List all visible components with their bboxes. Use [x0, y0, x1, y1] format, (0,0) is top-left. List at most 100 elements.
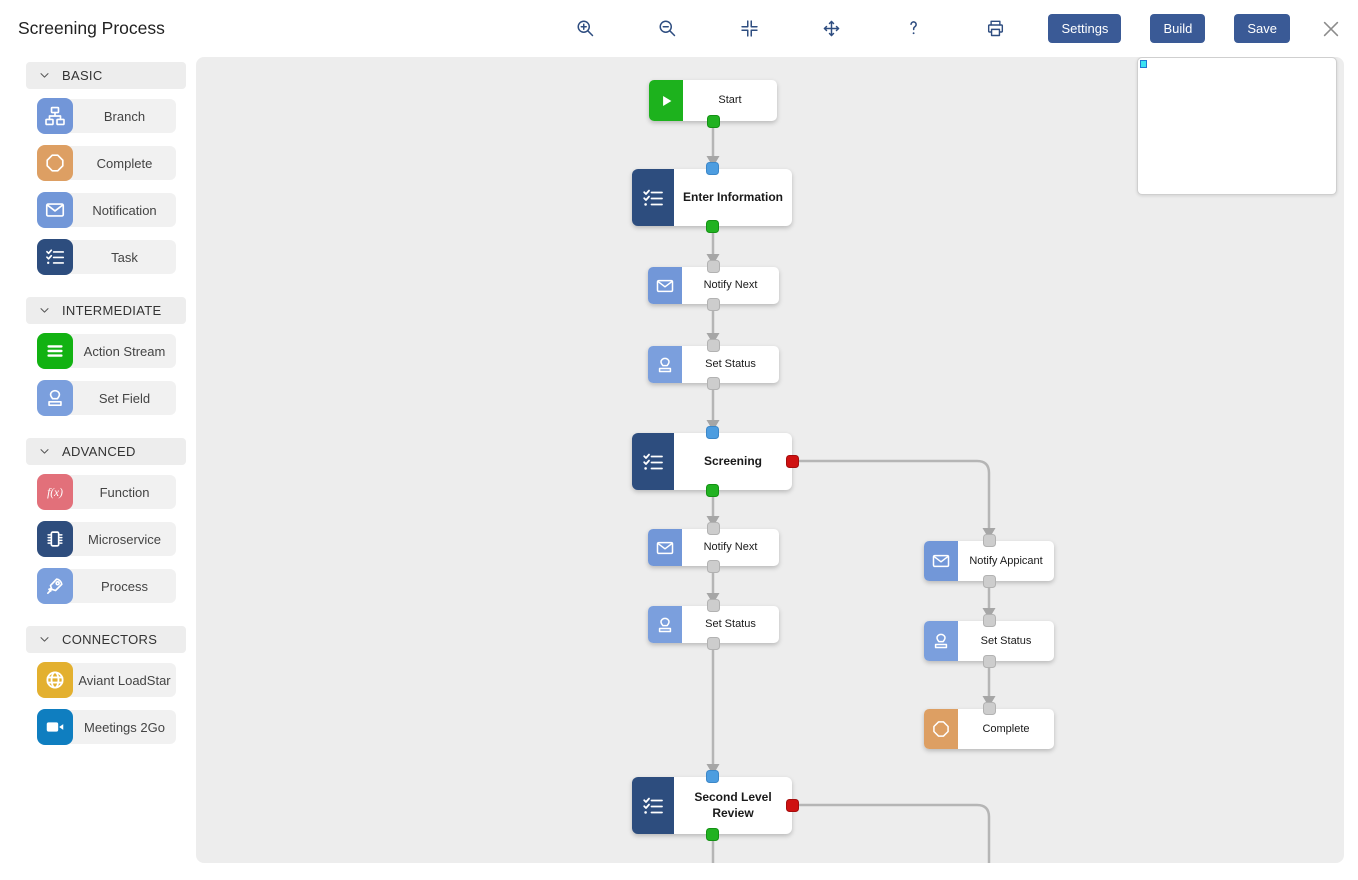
- close-button[interactable]: [1316, 14, 1346, 44]
- port-bottom-gray[interactable]: [982, 575, 996, 588]
- fx-icon: f(x): [37, 474, 73, 510]
- port-bottom-gray[interactable]: [982, 655, 996, 668]
- port-top-blue[interactable]: [705, 162, 719, 175]
- node-set-status-2[interactable]: Set Status: [648, 599, 779, 650]
- node-label: Notify Next: [703, 541, 758, 554]
- build-button[interactable]: Build: [1150, 14, 1206, 43]
- chip-icon: [44, 528, 66, 550]
- node-screening[interactable]: Screening: [632, 426, 799, 497]
- node-second-level-review[interactable]: Second Level Review: [632, 770, 799, 841]
- palette-item-label: Action Stream: [83, 343, 166, 359]
- palette-item-label: Branch: [103, 108, 146, 124]
- help-icon: [903, 18, 924, 39]
- palette-item-complete[interactable]: Complete: [37, 145, 176, 181]
- settings-button[interactable]: Settings: [1048, 14, 1122, 43]
- save-button[interactable]: Save: [1234, 14, 1290, 43]
- branch-icon: [37, 98, 73, 134]
- close-icon: [1320, 18, 1342, 40]
- section-connectors[interactable]: CONNECTORS: [26, 626, 186, 653]
- port-top-gray[interactable]: [707, 260, 720, 273]
- stamp-icon: [648, 346, 682, 383]
- port-top-gray[interactable]: [707, 522, 720, 535]
- palette-item-branch[interactable]: Branch: [37, 98, 176, 134]
- fit-view-icon: [739, 18, 760, 39]
- chevron-down-icon: [38, 445, 51, 458]
- section-basic[interactable]: BASIC: [26, 62, 186, 89]
- palette-item-set-field[interactable]: Set Field: [37, 380, 176, 416]
- node-label: Notify Appicant: [969, 554, 1043, 567]
- palette-item-process[interactable]: Process: [37, 568, 176, 604]
- section-advanced[interactable]: ADVANCED: [26, 438, 186, 465]
- stamp-icon: [648, 606, 682, 643]
- node-complete-1[interactable]: Complete: [924, 702, 1054, 749]
- video-icon: [37, 709, 73, 745]
- port-bottom-green[interactable]: [705, 220, 719, 233]
- section-label: CONNECTORS: [62, 632, 158, 647]
- palette-item-label: Complete: [96, 155, 153, 171]
- stamp-icon: [44, 387, 66, 409]
- pan-icon: [821, 18, 842, 39]
- node-enter-information[interactable]: Enter Information: [632, 162, 792, 233]
- port-top-blue[interactable]: [705, 426, 719, 439]
- port-bottom-gray[interactable]: [707, 560, 720, 573]
- palette-item-notification[interactable]: Notification: [37, 192, 176, 228]
- port-top-gray[interactable]: [982, 614, 996, 627]
- pan-button[interactable]: [818, 16, 844, 42]
- node-label: Complete: [982, 722, 1030, 735]
- chevron-down-icon: [38, 633, 51, 646]
- port-bottom-gray[interactable]: [707, 377, 720, 390]
- stamp-icon: [931, 631, 951, 651]
- palette-item-aviant-loadstar[interactable]: Aviant LoadStar: [37, 662, 176, 698]
- minimap[interactable]: [1137, 57, 1337, 195]
- port-bottom-green[interactable]: [705, 484, 719, 497]
- node-notify-next-2[interactable]: Notify Next: [648, 522, 779, 573]
- port-top-blue[interactable]: [705, 770, 719, 783]
- play-icon: [649, 80, 683, 121]
- branch-icon: [44, 105, 66, 127]
- palette-item-task[interactable]: Task: [37, 239, 176, 275]
- zoom-in-button[interactable]: [572, 16, 598, 42]
- port-top-gray[interactable]: [707, 339, 720, 352]
- palette-item-action-stream[interactable]: Action Stream: [37, 333, 176, 369]
- node-notify-next-1[interactable]: Notify Next: [648, 260, 779, 311]
- octagon-icon: [37, 145, 73, 181]
- node-set-status-1[interactable]: Set Status: [648, 339, 779, 390]
- port-top-gray[interactable]: [707, 599, 720, 612]
- zoom-out-button[interactable]: [654, 16, 680, 42]
- node-label: Screening: [703, 453, 763, 468]
- port-top-gray[interactable]: [982, 534, 996, 547]
- palette-item-label: Aviant LoadStar: [78, 672, 171, 688]
- palette-item-microservice[interactable]: Microservice: [37, 521, 176, 557]
- palette-item-label: Set Field: [98, 390, 151, 406]
- help-button[interactable]: [900, 16, 926, 42]
- port-bottom-gray[interactable]: [707, 298, 720, 311]
- mail-icon: [648, 529, 682, 566]
- globe-icon: [44, 669, 66, 691]
- section-intermediate[interactable]: INTERMEDIATE: [26, 297, 186, 324]
- chip-icon: [37, 521, 73, 557]
- task-icon: [641, 794, 665, 818]
- port-right-red[interactable]: [786, 455, 799, 468]
- node-set-status-3[interactable]: Set Status: [924, 614, 1054, 668]
- fx-icon: f(x): [44, 481, 66, 503]
- port-top-gray[interactable]: [982, 702, 996, 715]
- print-button[interactable]: [982, 16, 1008, 42]
- node-label: Notify Next: [703, 279, 758, 292]
- palette-item-label: Notification: [92, 202, 157, 218]
- node-label: Enter Information: [682, 189, 783, 204]
- port-right-red[interactable]: [786, 799, 799, 812]
- section-label: BASIC: [62, 68, 103, 83]
- minimap-viewport[interactable]: [1140, 60, 1147, 68]
- fit-view-button[interactable]: [736, 16, 762, 42]
- port-bottom-green[interactable]: [706, 115, 720, 128]
- palette-item-meetings-2go[interactable]: Meetings 2Go: [37, 709, 176, 745]
- node-label: Start: [718, 94, 742, 107]
- palette-item-function[interactable]: f(x)Function: [37, 474, 176, 510]
- node-notify-appicant[interactable]: Notify Appicant: [924, 534, 1054, 588]
- port-bottom-gray[interactable]: [707, 637, 720, 650]
- node-start[interactable]: Start: [649, 80, 777, 128]
- port-bottom-green[interactable]: [705, 828, 719, 841]
- section-label: INTERMEDIATE: [62, 303, 162, 318]
